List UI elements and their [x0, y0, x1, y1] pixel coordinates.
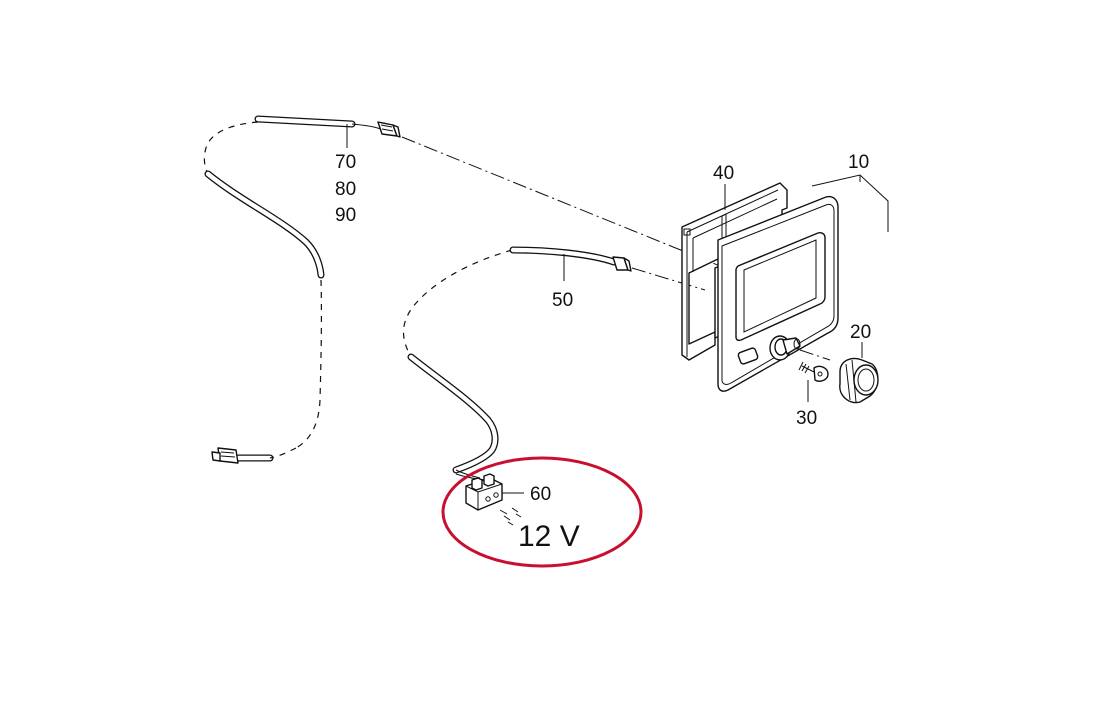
unit-button [737, 347, 759, 365]
part-number-50: 50 [552, 290, 573, 311]
voltage-callout: 12 V [441, 456, 643, 568]
cable-50 [402, 246, 632, 481]
part-number-20: 20 [850, 322, 871, 343]
voltage-label: 12 V [518, 520, 580, 553]
cable-70-connector [377, 121, 401, 138]
assembly-line-70 [401, 136, 726, 269]
part-number-30: 30 [796, 408, 817, 429]
knob-shaft [769, 335, 801, 361]
part-number-90: 90 [335, 205, 356, 226]
part-number-60: 60 [530, 484, 551, 505]
control-unit-10 [717, 174, 889, 392]
cable-70-80-90 [203, 115, 401, 464]
cable-50-connector [612, 256, 632, 272]
callout-ellipse [441, 456, 643, 568]
display-screen [735, 232, 826, 342]
cable-90-connector [211, 447, 239, 464]
knob-cap-20 [839, 357, 879, 404]
terminal-block-60 [465, 473, 522, 526]
part-number-10: 10 [848, 152, 869, 173]
assembly-line-50 [631, 267, 706, 291]
screw-30 [798, 349, 831, 382]
part-number-40: 40 [713, 163, 734, 184]
part-number-70: 70 [335, 152, 356, 173]
part-number-80: 80 [335, 179, 356, 200]
